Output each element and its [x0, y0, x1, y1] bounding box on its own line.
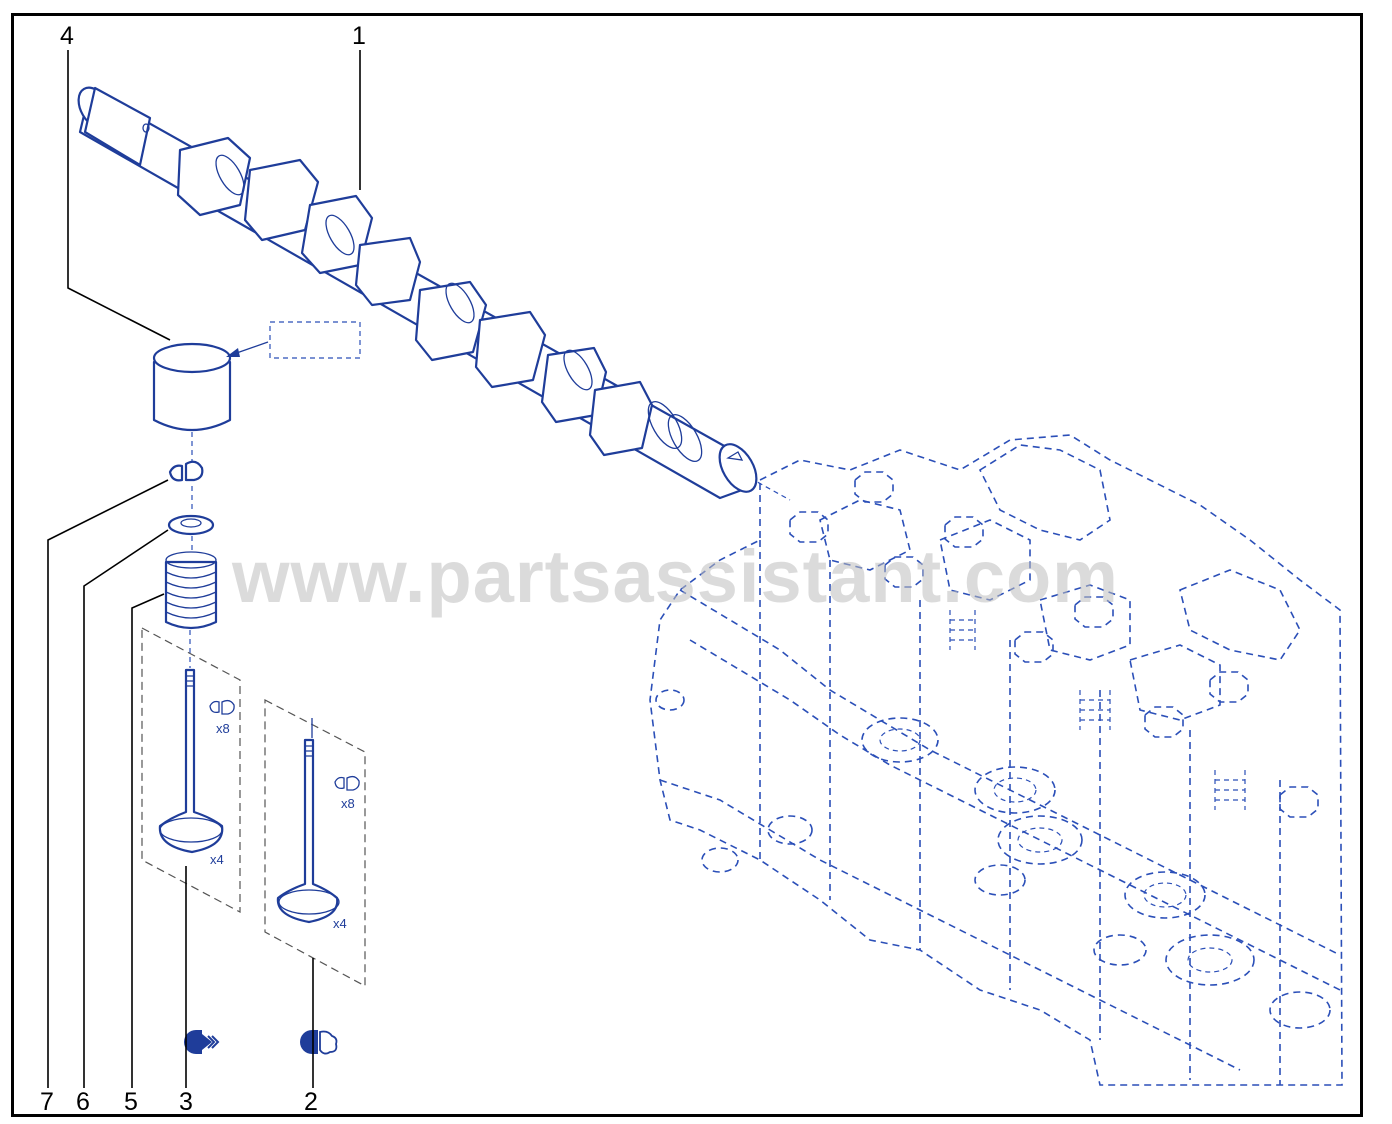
watermark: www.partsassistant.com — [231, 535, 1119, 618]
intake-valves-qty: x4 — [333, 916, 347, 931]
intake-valve — [276, 718, 340, 924]
intake-valve-key-icon — [334, 775, 360, 791]
exhaust-valves-qty: x4 — [210, 852, 224, 867]
exhaust-valve-key-icon — [209, 699, 235, 715]
callout-2: 2 — [304, 1088, 318, 1116]
callout-6: 6 — [76, 1088, 90, 1116]
exhaust-valve-icon — [184, 1030, 220, 1054]
exhaust-valve — [158, 668, 224, 854]
camshaft — [77, 86, 758, 500]
camshaft-axis-line — [749, 477, 791, 501]
cylinder-head-outline — [649, 434, 1343, 1086]
callout-4: 4 — [60, 22, 74, 50]
exhaust-valve-group-outline — [141, 627, 241, 913]
valve-tappet — [152, 321, 361, 466]
callout-5: 5 — [124, 1088, 138, 1116]
intake-valve-group-outline — [264, 699, 366, 988]
spring-retainer — [167, 514, 215, 550]
valve-spring — [164, 551, 218, 668]
callout-1: 1 — [352, 22, 366, 50]
intake-valve-icon — [300, 1030, 338, 1055]
exhaust-keys-qty: x8 — [216, 721, 230, 736]
callout-3: 3 — [179, 1088, 193, 1116]
callout-7: 7 — [40, 1088, 54, 1116]
intake-keys-qty: x8 — [341, 796, 355, 811]
valve-keys — [168, 460, 204, 512]
leader-lines — [47, 50, 361, 1088]
